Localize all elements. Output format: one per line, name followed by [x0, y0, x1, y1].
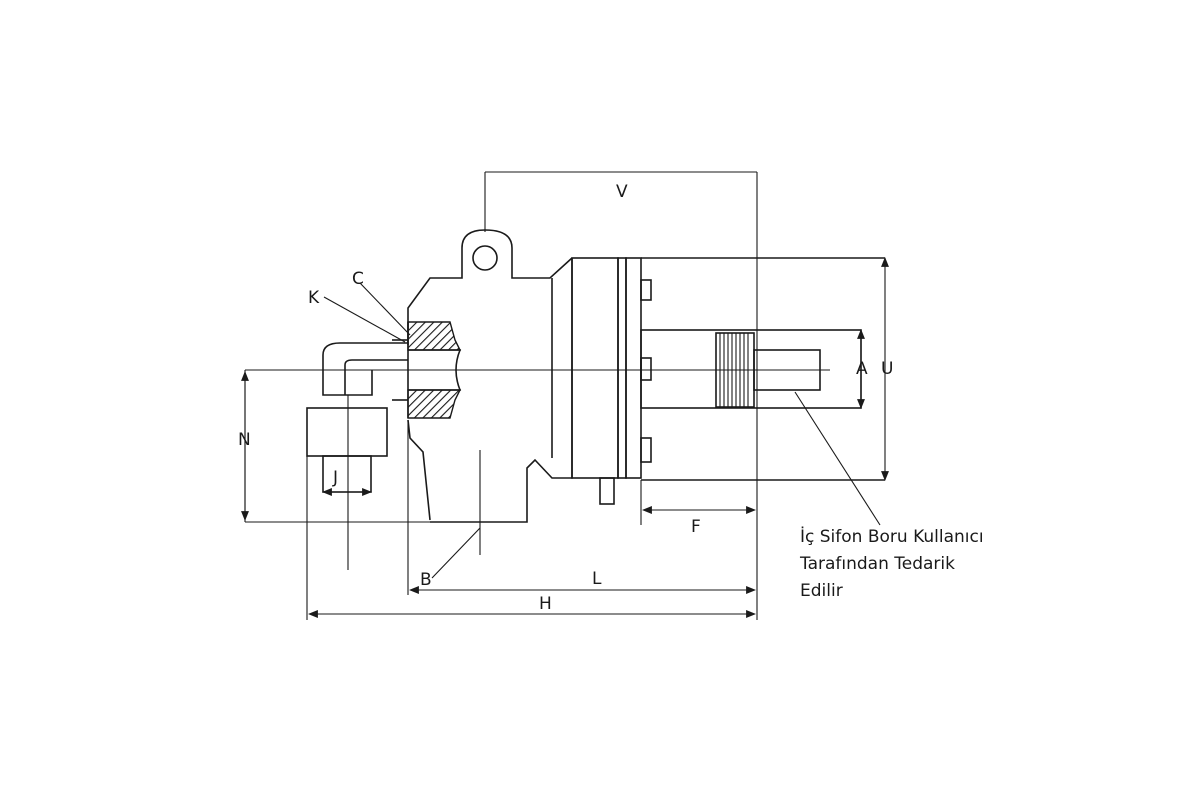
flange-assembly — [571, 257, 885, 505]
elbow-nut — [306, 407, 388, 457]
siphon-note: İç Sifon Boru Kullanıcı Tarafından Tedar… — [799, 526, 984, 601]
bolt-head-top — [640, 279, 652, 301]
leader-b — [431, 527, 481, 579]
label-u: U — [881, 359, 893, 379]
dimension-lines — [241, 171, 889, 620]
note-line-2: Tarafından Tedarik — [799, 554, 955, 574]
label-n: N — [238, 430, 251, 450]
label-a: A — [856, 359, 868, 379]
union-section — [392, 321, 462, 419]
label-b: B — [420, 570, 432, 590]
drain-plug — [599, 477, 615, 505]
bolt-head-middle — [640, 357, 652, 381]
label-k: K — [308, 288, 320, 308]
note-line-1: İç Sifon Boru Kullanıcı — [800, 526, 984, 547]
note-line-3: Edilir — [800, 581, 843, 601]
label-j: J — [332, 468, 338, 488]
label-f: F — [691, 517, 701, 537]
bolt-head-bottom — [640, 437, 652, 463]
leader-k — [323, 296, 406, 343]
label-c: C — [352, 269, 364, 289]
elbow-fitting — [306, 342, 408, 570]
label-h: H — [539, 594, 552, 614]
leader-note — [794, 391, 881, 526]
lifting-eye — [472, 245, 498, 271]
leader-c — [359, 282, 411, 336]
elbow-outlet — [322, 455, 372, 493]
label-l: L — [592, 569, 602, 589]
label-v: V — [616, 182, 628, 202]
